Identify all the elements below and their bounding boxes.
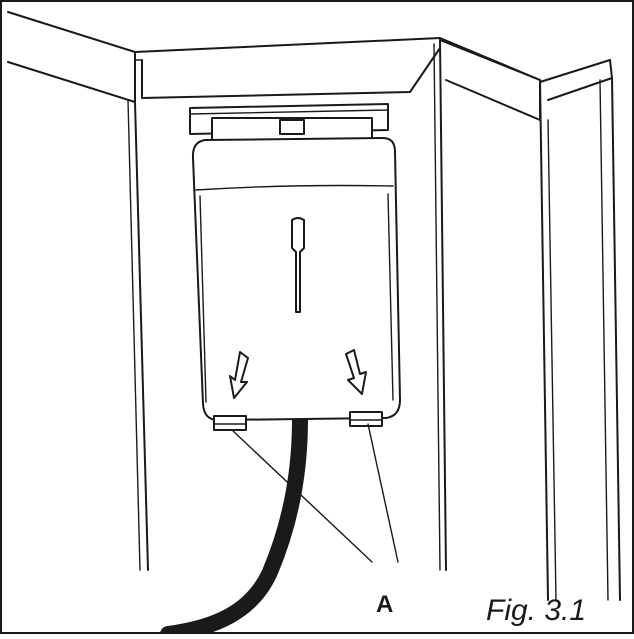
mounting-bracket — [189, 103, 389, 141]
figure-caption: Fig. 3.1 — [486, 594, 586, 627]
center-post — [433, 39, 447, 571]
left-wall-panel — [7, 11, 149, 571]
main-unit-housing — [191, 137, 401, 421]
callout-label: A — [376, 591, 393, 618]
callout-leader-lines — [231, 423, 399, 563]
arrow-down-right-icon — [345, 349, 367, 395]
release-tab-right — [349, 411, 383, 427]
right-wall-panel — [439, 39, 621, 601]
power-cord — [160, 412, 308, 639]
top-rail — [134, 37, 541, 99]
arrow-down-left-icon — [229, 351, 249, 399]
release-tab-left — [213, 415, 247, 431]
